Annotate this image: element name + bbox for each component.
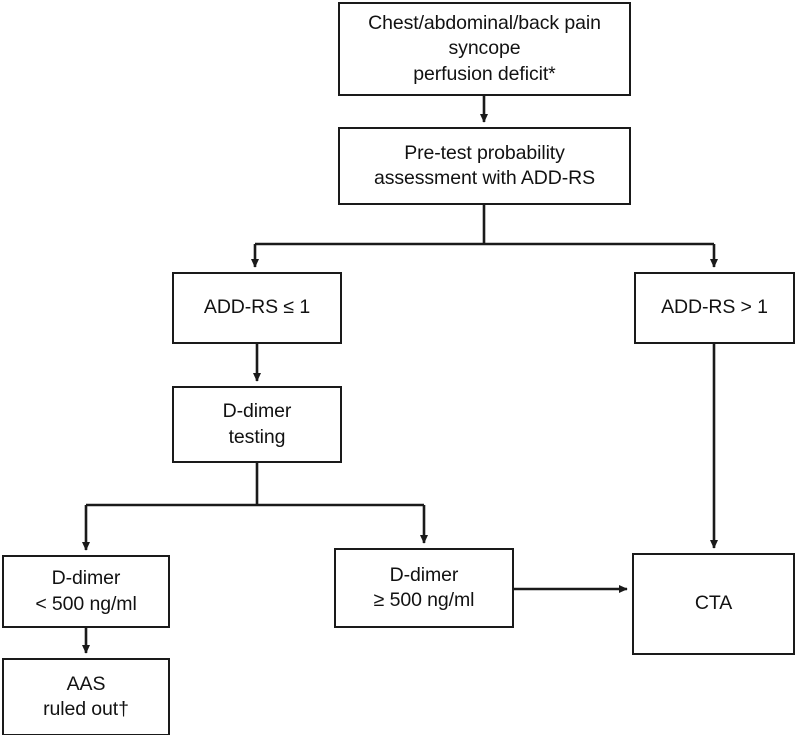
- node-ddimer-high-label: D-dimer ≥ 500 ng/ml: [373, 563, 475, 611]
- node-pretest-probability: Pre-test probability assessment with ADD…: [338, 127, 631, 205]
- node-presentation-label: Chest/abdominal/back pain syncope perfus…: [368, 11, 601, 85]
- node-ddimer-testing-label: D-dimer testing: [222, 400, 292, 448]
- node-aas-ruled-out: AAS ruled out†: [2, 658, 170, 735]
- node-ddimer-low-label: D-dimer < 500 ng/ml: [35, 567, 137, 615]
- node-pretest-probability-label: Pre-test probability assessment with ADD…: [373, 141, 596, 189]
- node-ddimer-low: D-dimer < 500 ng/ml: [2, 555, 170, 628]
- node-addrs-high: ADD-RS > 1: [634, 272, 795, 344]
- node-presentation: Chest/abdominal/back pain syncope perfus…: [338, 2, 631, 96]
- node-ddimer-high: D-dimer ≥ 500 ng/ml: [334, 548, 514, 628]
- node-addrs-low-label: ADD-RS ≤ 1: [203, 296, 311, 319]
- node-addrs-high-label: ADD-RS > 1: [661, 296, 768, 319]
- node-ddimer-testing: D-dimer testing: [172, 386, 342, 463]
- node-aas-ruled-out-label: AAS ruled out†: [43, 672, 129, 720]
- node-cta-label: CTA: [694, 592, 733, 615]
- node-cta: CTA: [632, 553, 795, 655]
- node-addrs-low: ADD-RS ≤ 1: [172, 272, 342, 344]
